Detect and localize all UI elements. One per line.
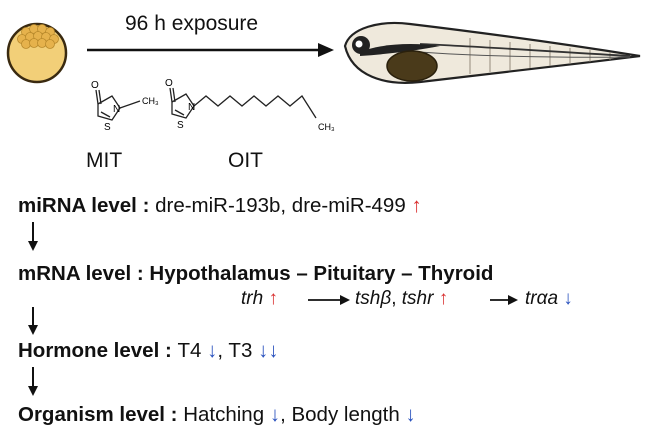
mirna-level-text: dre-miR-193b, dre-miR-499 <box>155 194 406 217</box>
hormone-level-row: Hormone level : T4 ↓, T3 ↓↓ <box>18 339 279 363</box>
organism-level-label: Organism level <box>18 403 165 426</box>
mit-label: MIT <box>86 149 123 172</box>
tshb-gene-label: tshβ <box>355 288 392 309</box>
hatching-decrease-arrow: ↓ <box>269 403 281 426</box>
mirna-level-sep: : <box>136 194 156 217</box>
flow-arrow-hormone-to-organism <box>28 367 38 396</box>
exposure-arrow <box>87 43 334 57</box>
oit-methyl-group: CH₃ <box>318 122 335 132</box>
organism-comma: , <box>280 403 286 426</box>
t4-decrease-arrow: ↓ <box>207 339 218 362</box>
mit-methyl-group: CH₃ <box>142 96 159 106</box>
oit-label: OIT <box>228 149 263 172</box>
zebrafish-egg-icon <box>6 22 68 84</box>
oit-molecule-icon <box>169 87 317 119</box>
trh-gene: trh ↑ <box>241 288 278 310</box>
organism-level-row: Organism level : Hatching ↓, Body length… <box>18 403 416 427</box>
thra-gene: trαa ↓ <box>525 288 573 310</box>
t4-label: T4 <box>177 339 202 362</box>
hatching-label: Hatching <box>183 403 265 426</box>
mrna-level-row: mRNA level : Hypothalamus – Pituitary – … <box>18 262 493 286</box>
exposure-label: 96 h exposure <box>125 12 259 35</box>
oit-oxygen-atom: O <box>165 78 173 89</box>
mit-nitrogen-atom: N <box>113 104 120 115</box>
organism-level-sep: : <box>164 403 184 426</box>
flow-arrow-mrna-to-hormone <box>28 307 38 335</box>
thra-decrease-arrow: ↓ <box>563 288 573 309</box>
tsh-genes-comma: , <box>391 288 397 309</box>
arrow-tsh-to-thra <box>490 295 518 305</box>
tshr-gene-label: tshr <box>401 288 434 309</box>
thra-gene-label: trαa <box>525 288 559 309</box>
t3-label: T3 <box>228 339 253 362</box>
tsh-genes: tshβ, tshr ↑ <box>355 288 448 310</box>
hormone-level-label: Hormone level <box>18 339 160 362</box>
mit-sulfur-atom: S <box>104 122 111 133</box>
arrow-trh-to-tsh <box>308 295 350 305</box>
tshr-increase-arrow: ↑ <box>438 288 449 309</box>
oit-nitrogen-atom: N <box>188 102 195 113</box>
mrna-level-sep: : <box>131 262 150 285</box>
trh-gene-label: trh <box>241 288 264 309</box>
t3-decrease-arrow: ↓↓ <box>258 339 279 362</box>
oit-sulfur-atom: S <box>177 120 184 131</box>
mirna-level-label: miRNA level <box>18 194 137 217</box>
hpt-axis-label: Hypothalamus – Pituitary – Thyroid <box>149 262 494 285</box>
mirna-increase-arrow: ↑ <box>411 194 422 217</box>
mrna-level-label: mRNA level <box>18 262 132 285</box>
flow-arrow-mirna-to-mrna <box>28 222 38 251</box>
mit-molecule-icon <box>95 89 141 121</box>
hormone-comma: , <box>217 339 224 362</box>
hormone-level-sep: : <box>159 339 178 362</box>
mit-oxygen-atom: O <box>91 80 99 91</box>
body-length-label: Body length <box>291 403 400 426</box>
body-length-decrease-arrow: ↓ <box>405 403 416 426</box>
zebrafish-larva-icon <box>343 21 641 84</box>
mirna-level-row: miRNA level : dre-miR-193b, dre-miR-499 … <box>18 194 422 218</box>
trh-increase-arrow: ↑ <box>268 288 278 309</box>
